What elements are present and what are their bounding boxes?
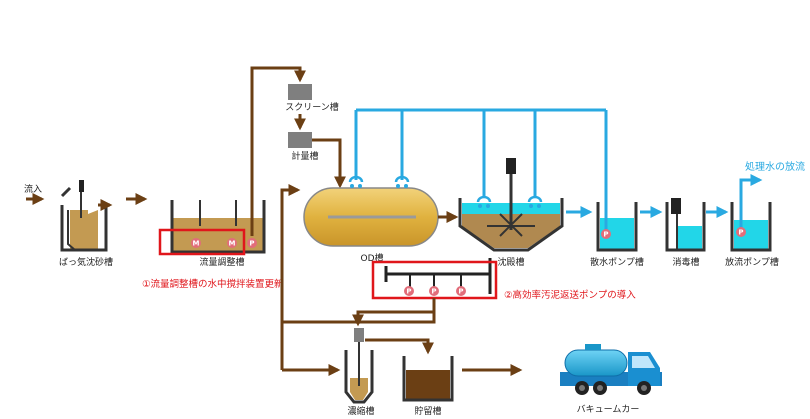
pump-symbol: P — [406, 288, 411, 296]
pump-symbol: P — [738, 229, 743, 237]
highlight-box-1 — [158, 228, 246, 256]
meter-label: 計量槽 — [291, 150, 318, 162]
thickener-to-storage-pipe — [365, 338, 434, 355]
aerator-icon — [348, 175, 364, 188]
pump-icon — [456, 286, 466, 296]
vacuum-truck-label: バキュームカー — [577, 404, 640, 415]
mixer-icon — [227, 238, 237, 248]
storage-tank: 貯留槽 — [402, 356, 454, 417]
aerator-icon — [394, 175, 410, 188]
inflow-label: 流入 — [24, 183, 42, 195]
pump-icon — [601, 229, 611, 239]
aerator-icon — [527, 195, 543, 208]
pump-symbol: P — [431, 288, 436, 296]
annotation-2: ②高効率汚泥返送ポンプの導入 — [504, 289, 636, 301]
sprinkler-pump-label: 散水ポンプ槽 — [590, 256, 644, 268]
thickener-label: 濃縮槽 — [347, 405, 374, 417]
inflow: 流入 — [24, 183, 45, 205]
pump-icon — [736, 227, 746, 237]
pump-icon — [247, 238, 257, 248]
pump-icon — [429, 286, 439, 296]
mixer-icon — [191, 238, 201, 248]
screen-tank: スクリーン槽 — [285, 84, 339, 131]
flow-adjust-label: 流量調整槽 — [199, 256, 244, 268]
meter-tank: 計量槽 — [288, 132, 346, 189]
pump-symbol: P — [458, 288, 463, 296]
aerated-grit-tank: ばっ気沈砂槽 — [59, 180, 113, 268]
thickener-tank: 濃縮槽 — [344, 328, 375, 417]
pump-symbol: P — [249, 240, 254, 248]
aerated-grit-label: ばっ気沈砂槽 — [59, 256, 113, 268]
mixer-symbol: M — [193, 240, 200, 248]
sprinkler-pump-tank: P 散水ポンプ槽 — [590, 200, 644, 268]
settling-label: 沈殿槽 — [497, 256, 524, 268]
storage-label: 貯留槽 — [414, 405, 441, 417]
return-piping — [280, 184, 436, 376]
discharge-pump-label: 放流ポンプ槽 — [725, 256, 779, 268]
mixer-symbol: M — [229, 240, 236, 248]
vacuum-truck-icon: バキュームカー — [560, 344, 662, 415]
disinfection-tank: 消毒槽 — [665, 198, 706, 268]
annotation-1: ①流量調整槽の水中撹拌装置更新 — [142, 278, 284, 290]
od-tank: OD槽 — [303, 175, 459, 264]
flow-adjustment-tank: M M P 流量調整槽 — [158, 200, 266, 268]
pump-icon — [404, 286, 414, 296]
discharge-pump-tank: P 放流ポンプ槽 — [725, 174, 779, 268]
lift-pipe — [250, 66, 306, 236]
aerator-icon — [476, 195, 492, 208]
treated-discharge-label: 処理水の放流 — [745, 160, 805, 173]
disinfection-label: 消毒槽 — [672, 256, 699, 268]
air-pipes — [354, 108, 608, 200]
screen-label: スクリーン槽 — [285, 101, 339, 113]
settling-tank: 沈殿槽 — [458, 158, 564, 268]
pump-symbol: P — [603, 231, 608, 239]
